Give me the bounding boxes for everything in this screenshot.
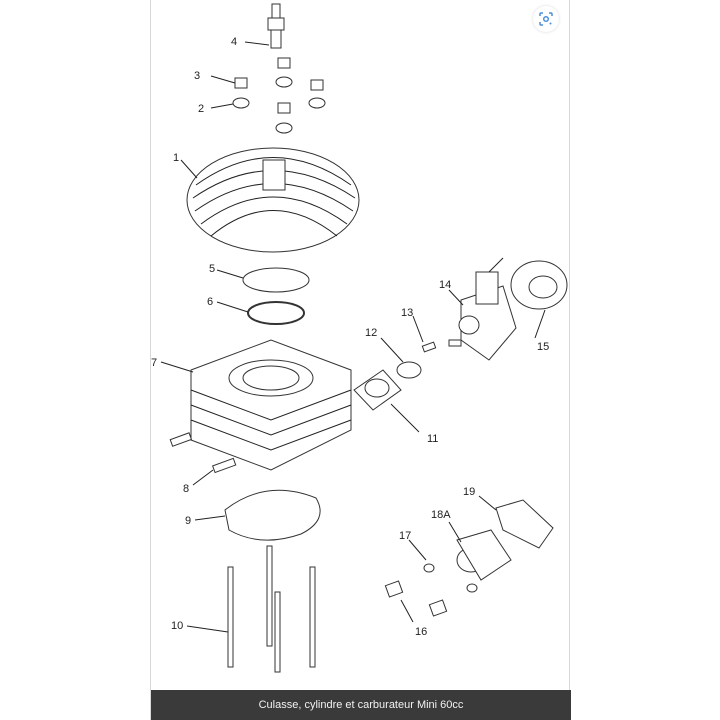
exploded-parts-diagram: 4 3 2 1 5 6 7 8 9 10 11 12 13 14 15 16 1… (151, 3, 568, 673)
head-gasket (242, 267, 310, 293)
callout-1: 1 (173, 152, 179, 164)
air-filter (510, 260, 568, 310)
callout-19: 19 (463, 486, 475, 498)
image-caption: Culasse, cylindre et carburateur Mini 60… (258, 699, 464, 711)
caption-bar: Culasse, cylindre et carburateur Mini 60… (151, 690, 571, 720)
callout-6: 6 (207, 296, 213, 308)
callout-4: 4 (231, 36, 237, 48)
nuts-washers (232, 57, 326, 134)
spark-plug (267, 3, 285, 49)
base-gasket (224, 489, 321, 541)
o-ring (247, 301, 305, 325)
image-viewer: 4 3 2 1 5 6 7 8 9 10 11 12 13 14 15 16 1… (150, 0, 571, 720)
callout-2: 2 (198, 103, 204, 115)
callout-9: 9 (185, 515, 191, 527)
callout-13: 13 (401, 307, 413, 319)
callout-5: 5 (209, 263, 215, 275)
cylinder-head (186, 147, 360, 253)
reed-valve-assembly (384, 499, 554, 617)
cylinder-studs (227, 545, 316, 673)
callout-10: 10 (171, 620, 183, 632)
google-lens-button[interactable] (533, 6, 559, 32)
callout-17: 17 (399, 530, 411, 542)
callout-18a: 18A (431, 509, 451, 521)
callout-16: 16 (415, 626, 427, 638)
google-lens-icon (539, 12, 553, 26)
callout-7: 7 (151, 357, 157, 369)
carburetor (448, 257, 517, 361)
callout-12: 12 (365, 327, 377, 339)
cylinder (169, 339, 352, 474)
intake-manifold (353, 341, 437, 411)
callout-8: 8 (183, 483, 189, 495)
callout-14: 14 (439, 279, 451, 291)
callout-3: 3 (194, 70, 200, 82)
callout-15: 15 (537, 341, 549, 353)
leader-lines (160, 41, 546, 633)
callout-11: 11 (427, 433, 438, 445)
